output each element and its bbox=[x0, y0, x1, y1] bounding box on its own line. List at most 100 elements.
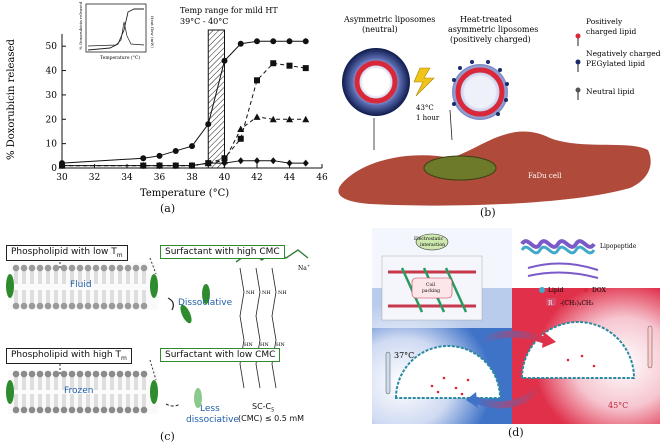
sodium-label: Na+ bbox=[298, 263, 310, 272]
x-tick-label: 42 bbox=[251, 173, 262, 183]
x-tick-label: 38 bbox=[186, 173, 198, 183]
liposome-diagram: FaDu cell 43°C 1 hour Asymmetric liposom… bbox=[338, 15, 661, 206]
thermometer-hot-icon bbox=[647, 325, 653, 369]
data-point-diamond bbox=[205, 159, 212, 167]
molecule-cmc: (CMC) ≤ 0.5 mM bbox=[238, 414, 305, 423]
membrane-diagram: NH NH NH HN HN HN Na+ bbox=[6, 249, 310, 414]
r-group-icon bbox=[546, 298, 556, 306]
panel-b: FaDu cell 43°C 1 hour Asymmetric liposom… bbox=[330, 0, 662, 222]
data-point-circle bbox=[254, 38, 260, 45]
y-tick-label: 10 bbox=[46, 140, 58, 150]
data-point-triangle bbox=[269, 115, 277, 123]
nh-label: NH bbox=[246, 290, 255, 296]
high-tm-box: Phospholipid with high Tm bbox=[6, 348, 132, 364]
y-axis-label: % Doxorubicin released bbox=[6, 39, 17, 160]
dox-icon bbox=[584, 288, 588, 292]
inset-xlabel: Temperature (°C) bbox=[100, 54, 140, 61]
x-tick-label: 44 bbox=[284, 173, 296, 183]
data-point-circle bbox=[172, 147, 179, 154]
data-point-triangle bbox=[253, 113, 261, 120]
data-point-diamond bbox=[189, 162, 195, 170]
data-point-circle bbox=[205, 121, 212, 128]
data-point-square bbox=[254, 77, 260, 84]
heat-bolt-icon bbox=[413, 67, 435, 97]
dox-label: DOX bbox=[592, 287, 607, 294]
cell-nucleus bbox=[423, 155, 497, 181]
hn-label: HN bbox=[276, 342, 285, 348]
liposome-37c bbox=[394, 345, 502, 399]
annotation-line-2: 39°C - 40°C bbox=[180, 17, 228, 26]
data-point-diamond bbox=[254, 157, 260, 165]
data-point-square bbox=[270, 60, 277, 67]
panel-d-label: (d) bbox=[508, 426, 524, 439]
data-point-circle bbox=[189, 143, 195, 150]
legend-negative-2: PEGylated lipid bbox=[586, 59, 645, 68]
liposome-45c bbox=[520, 321, 636, 379]
nh-label: NH bbox=[278, 290, 287, 296]
temp-low-label: 37°C bbox=[394, 351, 414, 360]
data-point-triangle bbox=[302, 115, 310, 123]
r-label: R bbox=[548, 300, 553, 307]
data-point-circle bbox=[286, 38, 293, 45]
y-tick-label: 40 bbox=[46, 67, 58, 77]
lipopeptide-label: Lipopeptide bbox=[600, 243, 637, 250]
lipid-label: Lipid bbox=[548, 287, 564, 294]
legend-positive-1: Positively bbox=[586, 17, 623, 26]
cell-label: FaDu cell bbox=[528, 172, 562, 180]
low-cmc-box: Surfactant with low CMC bbox=[160, 348, 281, 362]
data-point-circle bbox=[140, 155, 147, 162]
data-point-triangle bbox=[286, 115, 293, 123]
data-point-diamond bbox=[156, 162, 163, 170]
x-tick-label: 34 bbox=[121, 173, 133, 183]
condition-temp: 43°C bbox=[416, 104, 434, 112]
x-tick-label: 40 bbox=[219, 173, 231, 183]
positive-lipid-icon bbox=[575, 33, 581, 39]
dissociative-label: Dissociative bbox=[178, 298, 233, 308]
y-tick-label: 30 bbox=[46, 91, 58, 101]
data-point-diamond bbox=[302, 159, 309, 167]
nh-label: NH bbox=[262, 290, 271, 296]
panel-d: Electrostatic interaction Coil packing L… bbox=[372, 228, 660, 439]
less-dissociative-label-2: dissociative bbox=[186, 415, 239, 425]
data-point-circle bbox=[156, 152, 163, 159]
electrostatic-label-2: interaction bbox=[420, 242, 445, 248]
panel-a-label: (a) bbox=[160, 202, 176, 215]
x-tick-label: 36 bbox=[154, 173, 166, 183]
asym-title-2: (neutral) bbox=[362, 25, 398, 34]
data-point-diamond bbox=[59, 162, 65, 170]
data-point-diamond bbox=[237, 157, 244, 165]
panel-c-label: (c) bbox=[160, 430, 175, 443]
lipid-icon bbox=[539, 287, 545, 293]
molecule-name: SC-C5 bbox=[252, 402, 275, 414]
series-line-2 bbox=[62, 62, 306, 167]
legend-negative-1: Negatively charged bbox=[586, 49, 661, 58]
hn-label: HN bbox=[244, 342, 253, 348]
r-formula: -(CH₂)₄CH₃ bbox=[560, 300, 594, 307]
data-point-triangle bbox=[237, 125, 245, 133]
coil-packing-label-2: packing bbox=[422, 288, 440, 294]
x-tick-label: 30 bbox=[56, 173, 68, 183]
heating-arrow bbox=[480, 330, 546, 344]
legend-positive-2: charged lipid bbox=[586, 27, 637, 36]
data-point-circle bbox=[270, 38, 277, 45]
data-point-diamond bbox=[221, 159, 228, 167]
panel-b-label: (b) bbox=[480, 206, 496, 219]
high-cmc-box: Surfactant with high CMC bbox=[160, 245, 285, 259]
asym-title-1: Asymmetric liposomes bbox=[343, 15, 435, 24]
cooling-arrow bbox=[474, 385, 543, 409]
electrostatic-label-1: Electrostatic bbox=[414, 236, 444, 242]
inset-ylabel-right: Heat flow (mW) bbox=[150, 16, 155, 48]
hyperthermia-band bbox=[207, 29, 225, 169]
heat-title-1: Heat-treated bbox=[460, 15, 512, 24]
fluid-label: Fluid bbox=[70, 280, 92, 290]
data-point-diamond bbox=[286, 159, 293, 167]
coiled-coil-assembly bbox=[381, 233, 483, 321]
frozen-label: Frozen bbox=[64, 386, 94, 396]
data-point-diamond bbox=[270, 157, 277, 165]
low-tm-box: Phospholipid with low Tm bbox=[6, 245, 128, 261]
y-tick-label: 0 bbox=[51, 164, 57, 174]
data-point-diamond bbox=[172, 162, 179, 170]
data-point-diamond bbox=[140, 162, 147, 170]
x-axis-label: Temperature (°C) bbox=[140, 188, 229, 199]
